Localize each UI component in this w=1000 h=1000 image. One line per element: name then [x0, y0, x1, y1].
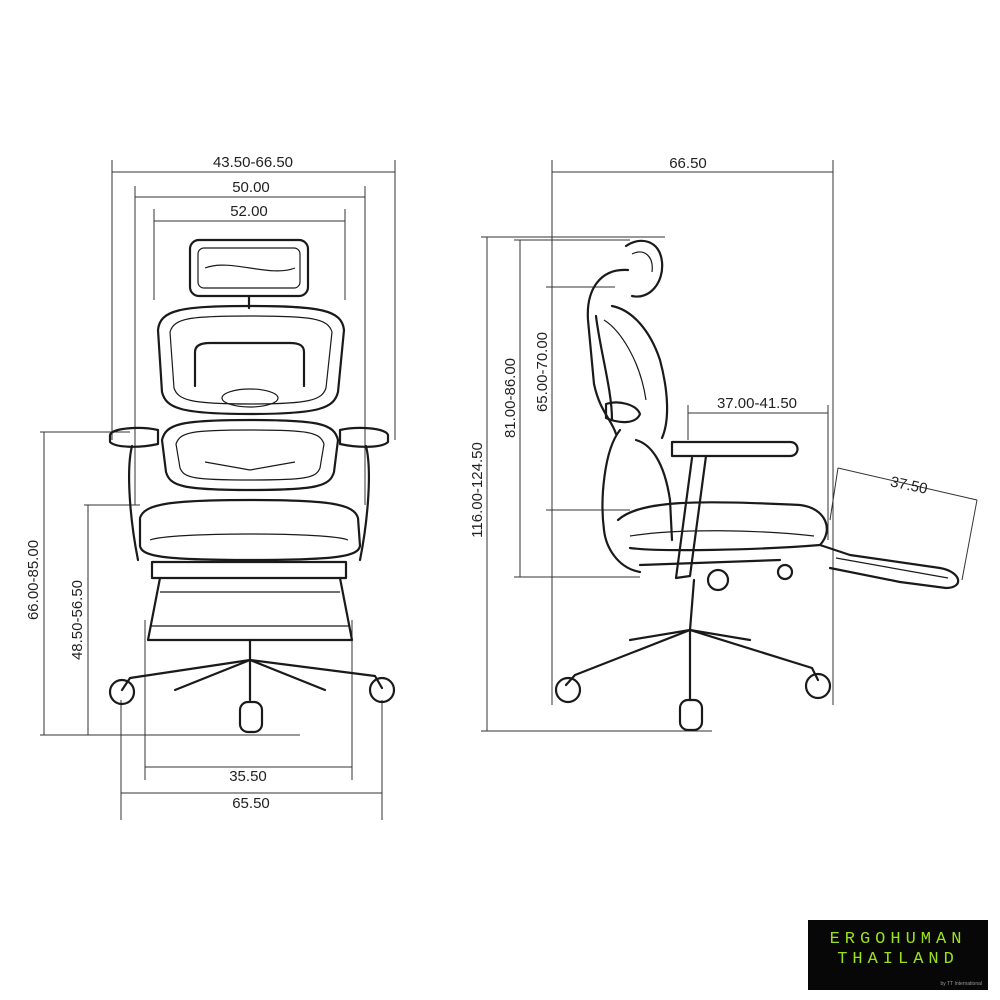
logo-line-2: THAILAND — [837, 950, 959, 969]
side-dimension-lines — [481, 160, 978, 732]
side-back-height-outer-label: 81.00-86.00 — [502, 358, 519, 438]
logo-subtext: by TT International — [940, 981, 982, 987]
front-seat-height-label: 48.50-56.50 — [69, 580, 86, 660]
front-view: 43.50-66.50 50.00 52.00 66.00-85.00 48.5… — [25, 154, 396, 820]
side-footrest-length-label: 37.50 — [889, 473, 929, 497]
side-depth-label: 66.50 — [669, 155, 707, 172]
front-base-inner-width-label: 35.50 — [229, 768, 267, 785]
logo-line-1: ERGOHUMAN — [829, 930, 967, 949]
front-chair-outline — [108, 238, 396, 734]
side-overall-height-label: 116.00-124.50 — [469, 442, 486, 538]
front-inner-width-label: 52.00 — [230, 203, 268, 220]
front-base-width-label: 65.50 — [232, 795, 270, 812]
front-armrest-height-label: 66.00-85.00 — [25, 540, 42, 620]
side-seat-depth-label: 37.00-41.50 — [717, 395, 797, 412]
front-mid-width-label: 50.00 — [232, 179, 270, 196]
front-top-width-label: 43.50-66.50 — [213, 154, 293, 171]
side-back-height-inner-label: 65.00-70.00 — [534, 332, 551, 412]
side-chair-outline — [554, 239, 960, 732]
side-view: 66.50 116.00-124.50 81.00-86.00 65.00-70… — [469, 155, 978, 732]
ergohuman-thailand-logo: ERGOHUMAN THAILAND by TT International — [808, 920, 988, 990]
